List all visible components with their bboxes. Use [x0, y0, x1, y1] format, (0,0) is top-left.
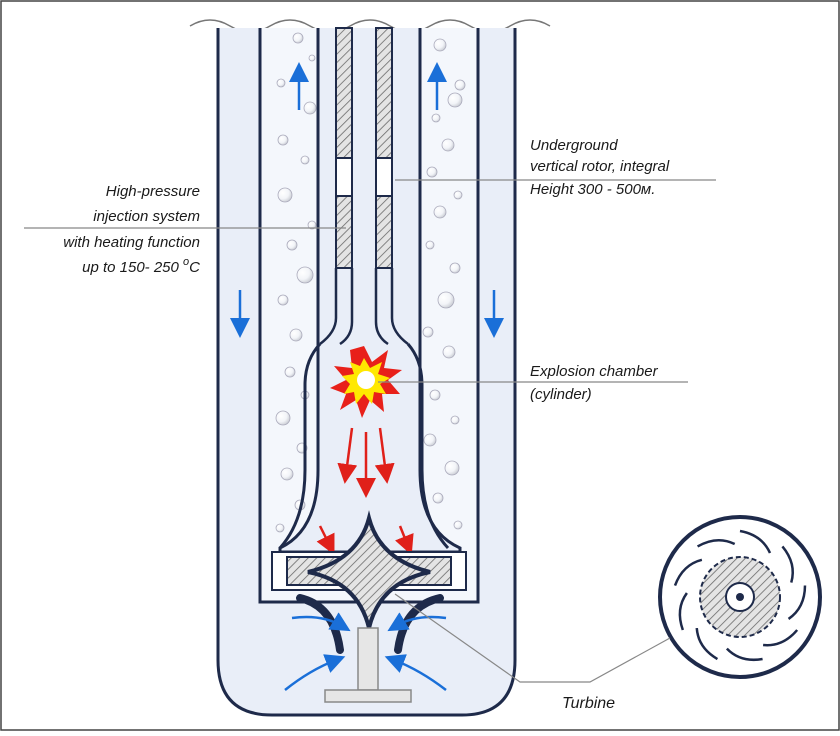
injection-label-line3: with heating function [63, 234, 200, 251]
injection-unit: C [189, 259, 200, 276]
chamber-wall-right [406, 343, 450, 550]
injection-label-line1: High-pressure [106, 183, 200, 200]
turbine-label: Turbine [562, 695, 615, 712]
rotor-label-line2: vertical rotor, integral [530, 158, 670, 175]
turbine-detail-icon [658, 515, 822, 679]
bubbles-left [275, 32, 317, 533]
rotor-label: Underground vertical rotor, integral Hei… [530, 137, 670, 198]
turbine-assembly [271, 510, 467, 703]
hot-gas-arrows [316, 427, 414, 556]
injection-degree-sup: o [183, 256, 189, 268]
chamber-wall-left [278, 342, 322, 549]
water-flow-arrows [230, 62, 504, 691]
rotor-label-line1: Underground [530, 137, 618, 154]
turbine-base [324, 689, 412, 703]
injection-label-line4: up to 150- 250 oC [82, 256, 200, 276]
bubbles-right [422, 38, 466, 530]
explosion-icon [330, 346, 402, 418]
injection-label: High-pressure injection system with heat… [63, 183, 200, 276]
injection-temp-range: up to 150- 250 [82, 259, 183, 276]
rotor-label-line3: Height 300 - 500м. [530, 181, 655, 198]
chamber-label-line1: Explosion chamber [530, 363, 659, 380]
chamber-label: Explosion chamber (cylinder) [530, 363, 659, 403]
chamber-label-line2: (cylinder) [530, 386, 592, 403]
leader-lines [24, 179, 716, 683]
turbine-shaft [357, 627, 379, 691]
injection-label-line2: injection system [93, 208, 200, 225]
injection-tubes [319, 27, 409, 346]
